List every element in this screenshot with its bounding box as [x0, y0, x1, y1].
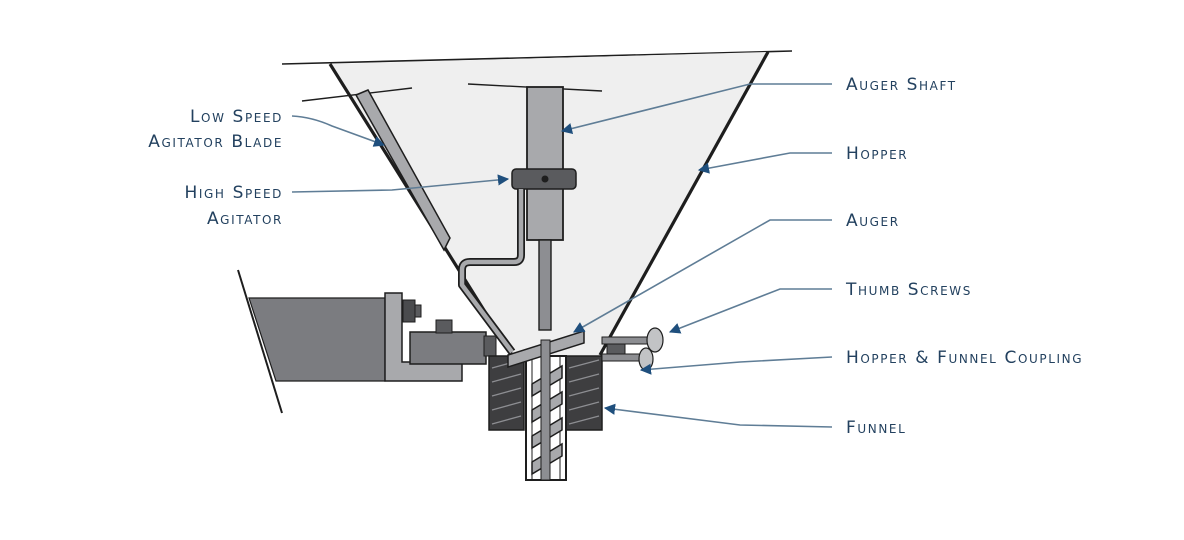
thumb-screw-shaft-upper — [601, 336, 651, 345]
motor-face-line — [237, 269, 283, 414]
bracket-bolt-head — [402, 299, 416, 323]
leader-funnel — [603, 403, 833, 428]
auger-shaft — [526, 86, 564, 241]
label-hopper-funnel-coupling: Hopper & Funnel Coupling — [846, 348, 1083, 368]
label-hopper: Hopper — [846, 144, 908, 164]
leader-auger-shaft — [560, 83, 832, 134]
thumb-screw-head-upper — [646, 327, 664, 353]
clamp-block — [409, 331, 487, 365]
label-low-speed-agitator-blade-line2: Agitator Blade — [148, 132, 283, 152]
label-high-speed-agitator-line1: High Speed — [185, 183, 283, 203]
bracket-nut — [414, 304, 422, 318]
hopper-right-wall — [598, 51, 770, 356]
leader-low-speed-agitator-blade — [291, 115, 386, 147]
clamp-bolt-head — [435, 319, 453, 334]
leader-lines — [291, 83, 833, 428]
low-speed-agitator-blade — [354, 89, 451, 252]
label-auger-shaft: Auger Shaft — [846, 75, 957, 95]
label-funnel: Funnel — [846, 418, 906, 438]
label-auger: Auger — [846, 211, 900, 231]
leader-hopper-funnel-coupling — [639, 356, 833, 375]
thumb-screw-shaft-lower — [601, 353, 643, 362]
high-speed-agitator-fill — [459, 189, 524, 354]
motor-housing — [248, 297, 386, 382]
leader-high-speed-agitator — [291, 174, 510, 193]
leader-auger — [573, 219, 832, 333]
hopper-top-edge — [281, 50, 793, 65]
clamp-tab — [483, 335, 497, 357]
auger-shaft-group — [511, 86, 577, 331]
auger-stem — [538, 239, 552, 331]
labels: Low Speed Agitator Blade High Speed Agit… — [148, 75, 1083, 438]
label-thumb-screws: Thumb Screws — [845, 280, 972, 300]
label-high-speed-agitator-line2: Agitator — [207, 209, 283, 229]
leader-thumb-screws — [668, 288, 832, 334]
thumb-screw-head-lower — [638, 347, 654, 371]
collar-screw — [541, 175, 549, 183]
leader-hopper — [697, 152, 832, 174]
label-low-speed-agitator-blade-line1: Low Speed — [190, 107, 283, 127]
motor-assembly — [237, 269, 497, 414]
auger — [507, 329, 585, 481]
